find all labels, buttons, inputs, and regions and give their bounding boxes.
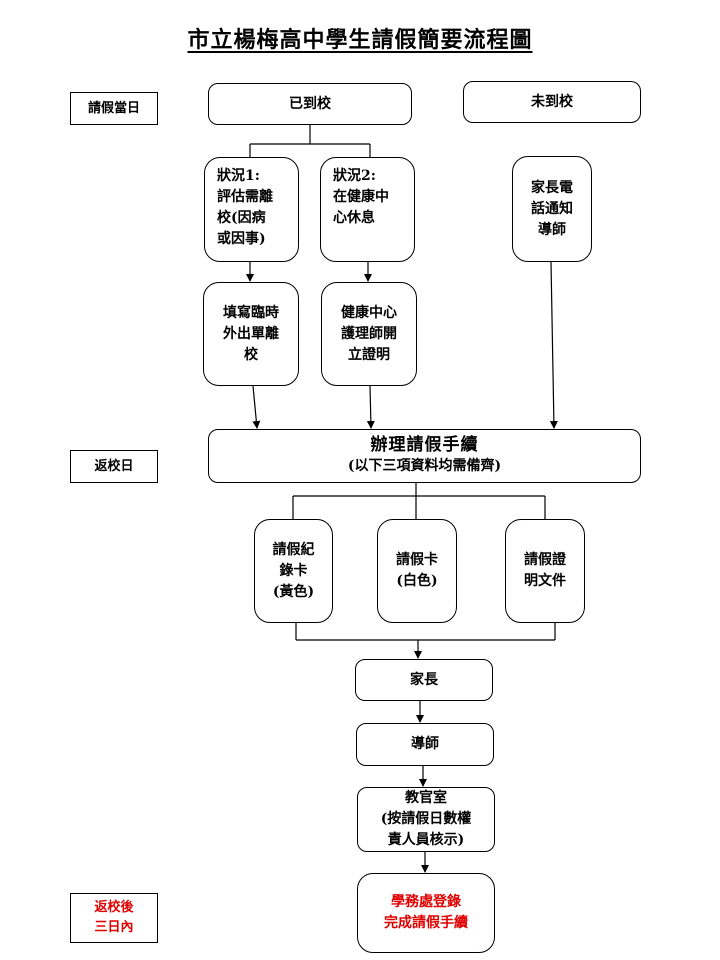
process-title: 辦理請假手續	[370, 435, 479, 455]
arrow-fill-to-process	[252, 385, 261, 429]
node-parent: 家長	[355, 659, 493, 701]
node-process: 辦理請假手續 (以下三項資料均需備齊)	[208, 429, 641, 483]
label-return-day: 返校日	[70, 450, 158, 483]
page-title: 市立楊梅高中學生請假簡要流程圖	[187, 27, 533, 53]
node-registry: 學務處登錄 完成請假手續	[357, 873, 495, 953]
arrow-parent-notify-to-process	[549, 261, 558, 429]
node-arrived: 已到校	[208, 83, 412, 125]
node-leave-card: 請假卡 (白色)	[377, 519, 457, 623]
node-case1: 狀況1: 評估需離 校(因病 或因事)	[204, 157, 299, 262]
node-homeroom-teacher: 導師	[356, 723, 494, 766]
node-nurse-cert: 健康中心 護理師開 立證明	[321, 282, 417, 386]
node-proof-doc: 請假證 明文件	[505, 519, 585, 623]
node-discipline-office: 教官室 (按請假日數權 責人員核示)	[357, 787, 495, 852]
label-day-of-leave: 請假當日	[70, 92, 158, 125]
node-parent-notify: 家長電 話通知 導師	[512, 156, 592, 262]
process-subtitle: (以下三項資料均需備齊)	[347, 458, 502, 474]
node-fill-pass: 填寫臨時 外出單離 校	[203, 282, 299, 386]
arrow-nurse-to-process	[366, 385, 375, 429]
label-within-three-days: 返校後 三日內	[70, 893, 158, 943]
node-not-arrived: 未到校	[463, 81, 641, 123]
node-record-card: 請假紀 錄卡 (黃色)	[254, 519, 333, 623]
node-case2: 狀況2: 在健康中 心休息	[320, 157, 415, 262]
